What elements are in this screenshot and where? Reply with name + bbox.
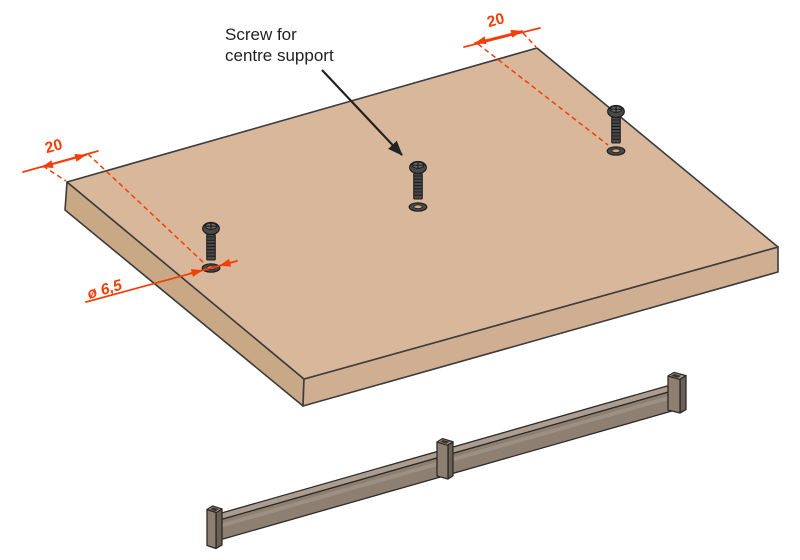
dimension-top-left: 20 [22,136,205,264]
support-rail [206,371,687,550]
rail-post-right [667,371,687,414]
screw-callout: Screw for centre support [225,25,403,156]
dimension-arrows [474,29,523,45]
dimension-label-20-right: 20 [485,10,506,31]
callout-text-line1: Screw for [225,25,297,44]
callout-text-line2: centre support [225,46,334,65]
extension-line-corner [42,165,67,182]
rail-post-middle [436,437,454,480]
callout-arrow [321,69,403,156]
dimension-line [463,27,541,48]
extension-line-hole [87,153,205,264]
diameter-arrow-right [218,258,233,267]
dimension-label-20-left: 20 [43,136,64,157]
diameter-arrow-left [189,269,204,277]
rail-post-left [206,505,223,550]
leader-line [85,260,238,303]
dimension-arrows [41,154,87,168]
hole-diameter-label: ø 6,5 [85,277,124,303]
extension-line-hole [477,43,609,146]
extension-line-corner [522,32,537,48]
board-top-face [66,47,779,380]
panel-board [64,47,779,407]
dimension-top-right: 20 [463,10,609,146]
